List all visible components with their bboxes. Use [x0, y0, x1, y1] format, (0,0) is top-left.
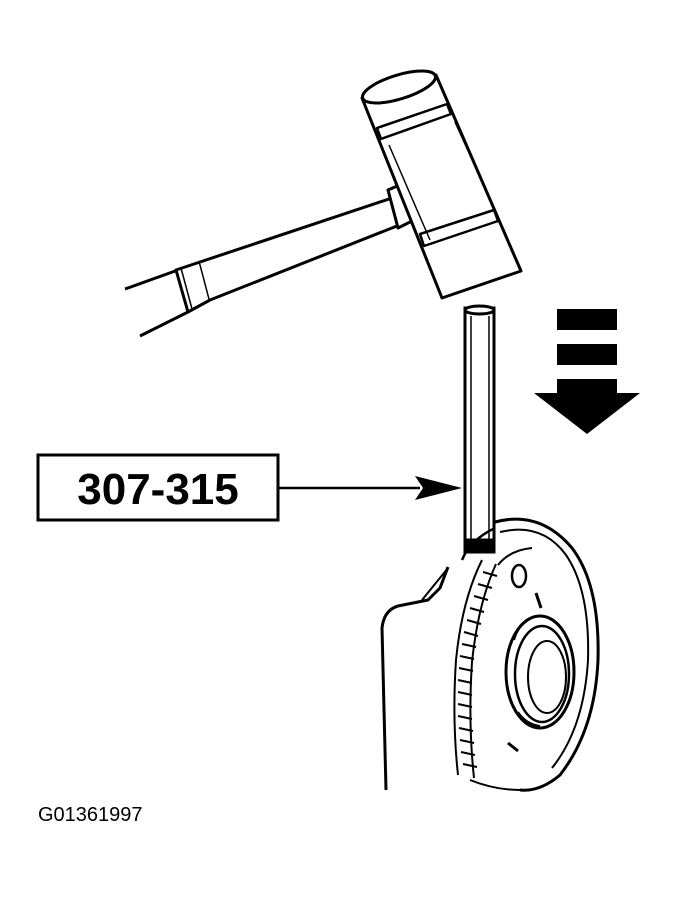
drift-pin-top [463, 304, 496, 316]
downward-arrow-icon [534, 309, 640, 434]
sprocket-teeth [453, 559, 498, 779]
sprocket-rim [494, 517, 600, 792]
sprocket-hub [504, 614, 576, 730]
hammer-head [360, 69, 523, 300]
hammer-handle [124, 181, 416, 338]
tool-label: 307-315 [36, 453, 462, 522]
drift-pin [463, 304, 496, 554]
hammer-icon [124, 69, 523, 338]
leader-arrowhead [415, 476, 462, 500]
housing [380, 566, 450, 791]
tool-label-text: 307-315 [77, 465, 238, 514]
figure-code: G01361997 [38, 804, 143, 826]
sprocket-hole [510, 563, 528, 589]
sprocket-assembly [380, 517, 600, 792]
